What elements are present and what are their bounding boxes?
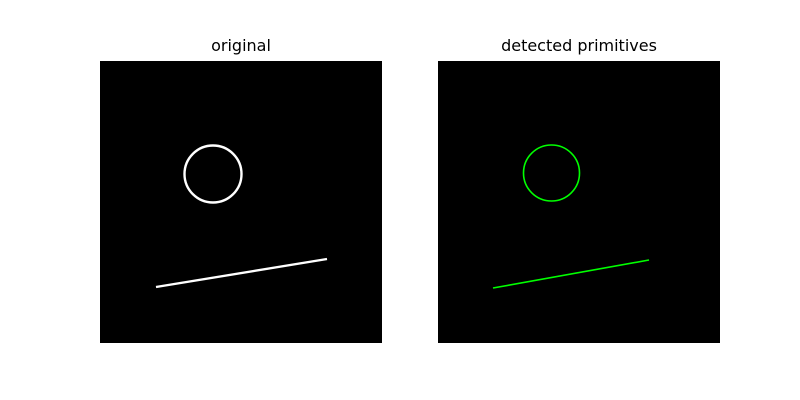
original-image [155,144,328,289]
line-primitive [492,259,650,289]
line-primitive [155,257,328,289]
circle-primitive [522,144,581,202]
detected-image [492,144,650,289]
circle-primitive [183,144,243,204]
image-panel-original [100,61,382,343]
panel-title-detected: detected primitives [501,36,657,55]
image-panel-detected [438,61,720,343]
panel-title-original: original [211,36,271,55]
